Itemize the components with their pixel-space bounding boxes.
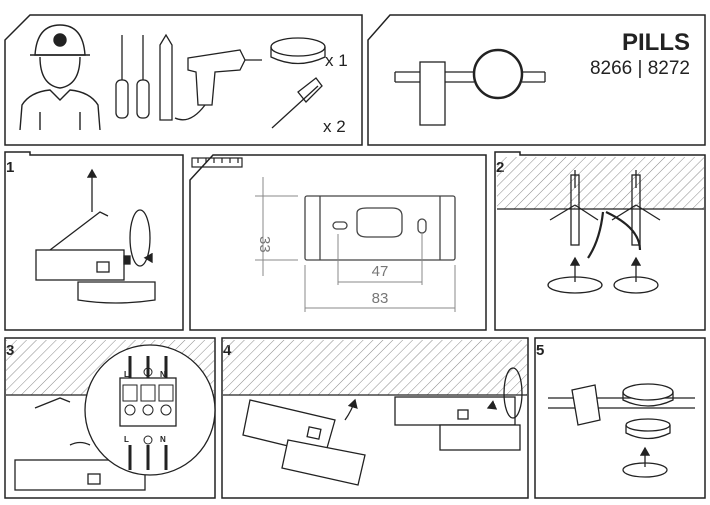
ceiling-hatch [497, 157, 704, 209]
anchor-screw-icon [271, 77, 323, 129]
step-3-panel: 3 L N L N [4, 337, 216, 499]
screwdriver-icon [115, 33, 173, 121]
ruler-icon [191, 157, 243, 168]
dimensions-panel: 33 47 83 [189, 154, 487, 331]
step-4-panel: 4 [221, 337, 529, 499]
anchor-quantity: x 2 [323, 117, 346, 136]
dimension-height: 33 [256, 236, 273, 253]
tools-panel: x 1 x 2 [4, 14, 363, 146]
terminal-label-n-top: N [160, 370, 166, 379]
product-title: PILLS [622, 29, 690, 56]
dimension-lines [255, 177, 456, 312]
step-5-number: 5 [536, 342, 544, 359]
mounting-plate [304, 195, 456, 261]
step-5-drawing [548, 383, 695, 478]
lamp-front-view [394, 48, 546, 126]
ceiling-hatch [223, 340, 527, 395]
step-2-panel: 2 [494, 151, 706, 331]
step-4-drawing [242, 367, 523, 486]
terminal-block: L N L N [119, 356, 177, 470]
drill-icon [174, 49, 262, 121]
step-5-panel: 5 [534, 337, 706, 499]
step-1-panel: 1 [4, 151, 184, 331]
step-1-drawing [35, 168, 156, 304]
terminal-label-l-bottom: L [124, 435, 129, 444]
step-1-number: 1 [6, 159, 14, 176]
ceiling-box-icon [270, 37, 326, 65]
box-quantity: x 1 [325, 51, 348, 70]
terminal-label-l-top: L [124, 370, 129, 379]
product-panel: PILLS 8266 | 8272 [367, 14, 706, 146]
terminal-label-n-bottom: N [160, 435, 166, 444]
dimension-outer-width: 83 [372, 290, 389, 307]
electrician-icon [19, 24, 101, 131]
model-numbers: 8266 | 8272 [590, 58, 690, 79]
step-2-drawing [547, 170, 661, 294]
dimension-inner-width: 47 [372, 263, 389, 280]
